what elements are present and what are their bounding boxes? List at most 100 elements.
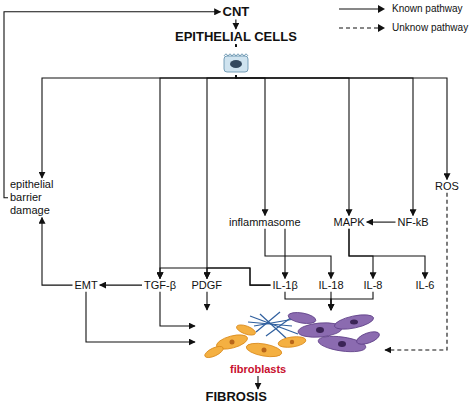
connector-arrow: [385, 193, 447, 350]
node-text: EPITHELIAL CELLS: [175, 29, 297, 45]
connector-arrow: [235, 20, 236, 29]
node-text: IL-18: [319, 279, 344, 292]
cell-nuclei: [230, 340, 295, 353]
legend-text: Known pathway: [392, 3, 463, 14]
connector-arrow: [86, 292, 195, 342]
connector-arrow: [42, 218, 73, 286]
cytokine-label: IL-1β: [271, 279, 300, 292]
connector-arrow: [160, 45, 236, 279]
cell: [317, 334, 366, 355]
legend-entry: Known pathway: [338, 3, 463, 14]
legend-arrowhead: [378, 24, 385, 32]
legend-line: [339, 8, 379, 9]
connector-arrow: [236, 45, 265, 216]
cell-group: fibroblasts: [195, 310, 385, 376]
fiber: [260, 314, 286, 338]
process-label: EMT: [73, 279, 100, 292]
connector-arrow: [236, 45, 447, 180]
nucleus: [262, 348, 267, 353]
nucleus: [316, 327, 324, 333]
fiber: [254, 318, 300, 326]
cell: [215, 332, 249, 352]
icon-background: [218, 47, 254, 75]
legend-line: [339, 27, 379, 28]
connector-arrow: [349, 229, 373, 279]
legend-sample: [338, 23, 386, 33]
nucleus: [290, 340, 294, 344]
cell-nucleus: [230, 60, 242, 68]
node-text: fibroblasts: [230, 363, 286, 376]
fiber: [250, 316, 298, 334]
connector-arrow: [160, 292, 195, 326]
cell-body: [224, 56, 248, 72]
growth-factor-label: TGF-β: [142, 279, 178, 292]
connector-arrow: [349, 229, 425, 279]
cytokine-label: IL-18: [317, 279, 346, 292]
cell: [297, 321, 342, 339]
cytokine-label: IL-8: [362, 279, 385, 292]
connector-arrow: [330, 292, 331, 310]
cell: [203, 344, 225, 360]
cell: [245, 341, 283, 359]
cell: [355, 329, 381, 347]
pathway-label: ROS: [433, 180, 461, 193]
connector-arrow: [42, 45, 236, 178]
connector-arrow: [331, 292, 373, 310]
cell-label: EPITHELIAL CELLS: [173, 29, 299, 45]
fibroblast-cells: [203, 323, 306, 360]
process-label: epithelial barrier damage: [8, 178, 72, 218]
connector-arrow: [285, 292, 331, 310]
connector-arrow: [207, 45, 236, 279]
node-text: CNT: [223, 4, 250, 20]
connector-arrow: [367, 222, 396, 223]
node-text: FIBROSIS: [206, 389, 267, 405]
growth-factor-label: PDGF: [190, 279, 225, 292]
fiber: [266, 314, 296, 336]
cell: [333, 312, 375, 332]
connector-arrow: [257, 376, 258, 389]
fiber: [248, 322, 292, 326]
cell: [277, 335, 306, 349]
node-text: MAPK: [334, 216, 365, 229]
node-text: IL-6: [416, 279, 435, 292]
legend-arrowhead: [378, 5, 385, 13]
connector-arrow: [265, 229, 331, 279]
connector-arrow: [206, 292, 207, 310]
node-text: epithelial barrier damage: [10, 178, 70, 218]
pathway-label: MAPK: [332, 216, 367, 229]
node-text: IL-1β: [273, 279, 298, 292]
cilia: [224, 54, 248, 56]
pathway-label: NF-kB: [396, 216, 431, 229]
connector-arrow: [284, 229, 285, 279]
node-text: TGF-β: [144, 279, 176, 292]
node-text: NF-kB: [398, 216, 429, 229]
node-text: IL-8: [364, 279, 383, 292]
nucleus: [350, 320, 358, 325]
cell-nuclei: [316, 320, 358, 348]
node-text: ROS: [435, 180, 459, 193]
connector-arrow: [236, 45, 349, 216]
fiber: [256, 312, 280, 332]
nucleus: [338, 341, 346, 347]
cell: [287, 311, 316, 326]
cell: [235, 323, 257, 337]
nucleus: [230, 340, 235, 345]
node-text: PDGF: [192, 279, 223, 292]
connector-arrow: [100, 285, 142, 286]
input-label: CNT: [221, 4, 252, 20]
outcome-label: FIBROSIS: [204, 389, 269, 405]
legend-entry: Unknow pathway: [338, 22, 468, 33]
myofibroblast-cells: [287, 311, 381, 355]
collagen-fibers: [248, 312, 300, 338]
legend-text: Unknow pathway: [392, 22, 468, 33]
cytokine-label: IL-6: [414, 279, 437, 292]
node-text: inflammasome: [229, 216, 301, 229]
legend-sample: [338, 4, 386, 14]
node-text: EMT: [75, 279, 98, 292]
connector-arrow: [236, 45, 413, 216]
pathway-label: inflammasome: [227, 216, 303, 229]
